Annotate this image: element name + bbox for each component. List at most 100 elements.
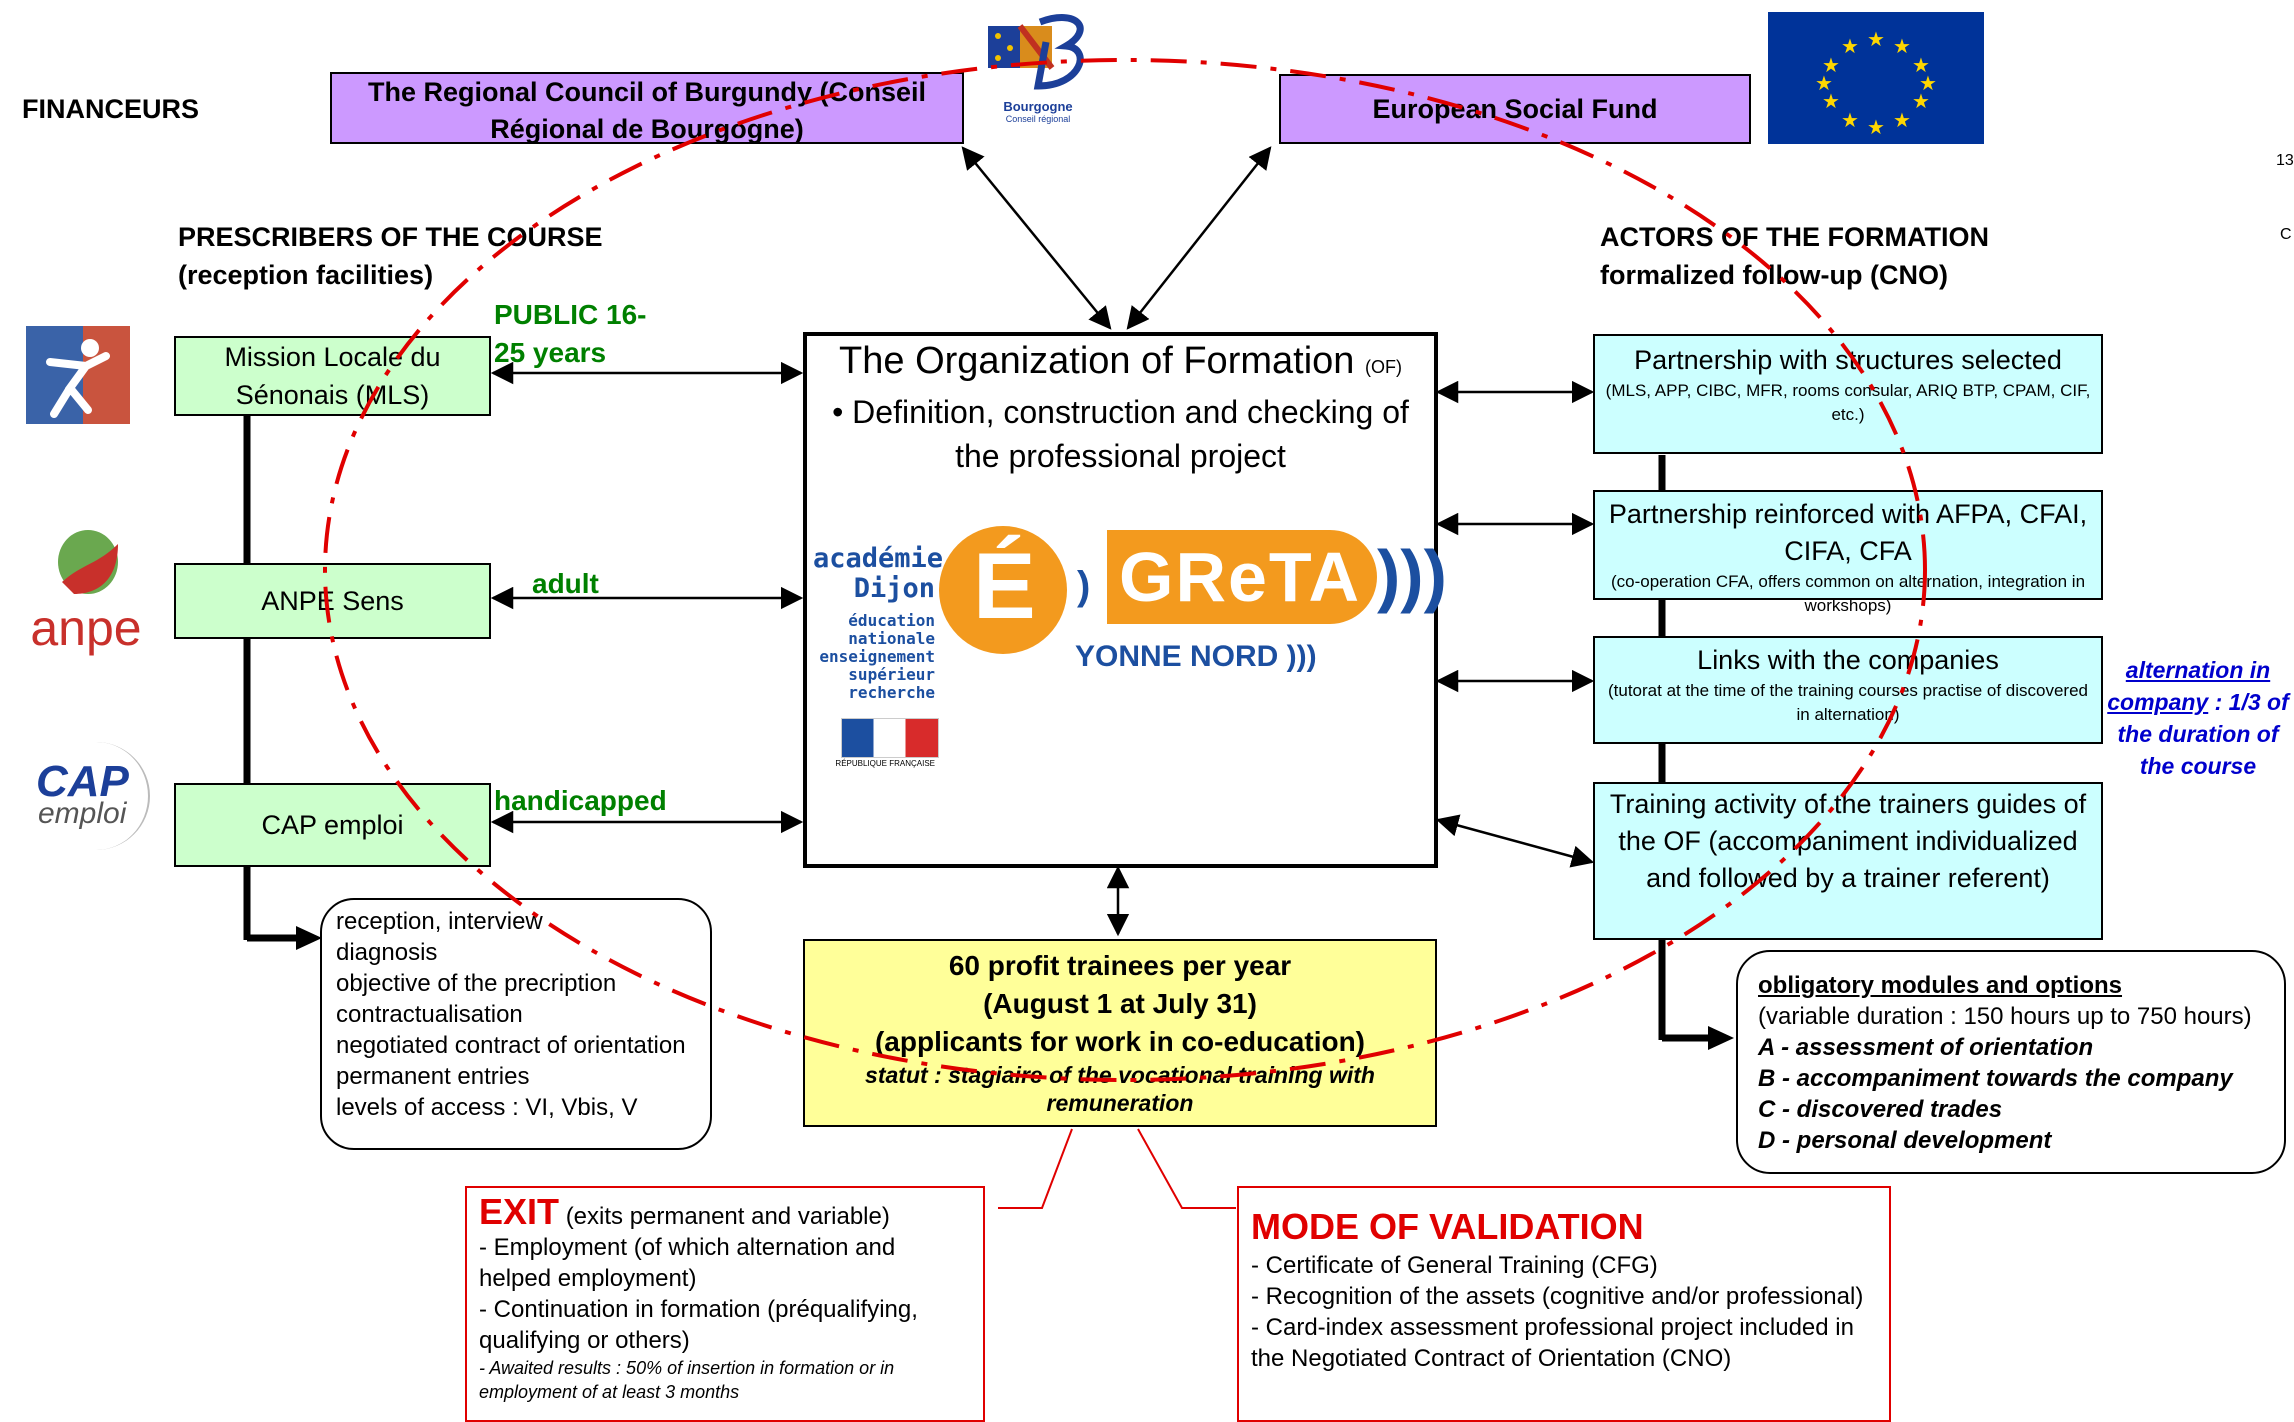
actor-detail: (tutorat at the time of the training cou…	[1607, 681, 2089, 724]
eu-stars-icon: ★★★ ★★★ ★★★ ★★★	[1815, 27, 1937, 139]
actor-bar-head	[1708, 1026, 1734, 1050]
actor-main: Partnership with structures selected	[1634, 345, 2062, 375]
actors-subtitle: formalized follow-up (CNO)	[1600, 260, 1948, 290]
reception-item: levels of access : VI, Vbis, V	[336, 1094, 638, 1121]
module-item: B - accompaniment towards the company	[1758, 1065, 2233, 1092]
edge-text-c: C	[2280, 226, 2292, 243]
bourgogne-logo: Bourgogne Conseil régional	[982, 12, 1094, 130]
anpe-leaf-icon	[58, 530, 118, 594]
of-title-suffix: (OF)	[1364, 357, 1402, 377]
arrow-esf-of	[1126, 146, 1272, 330]
mission-locale-logo	[26, 326, 130, 424]
greta-brackets-left: )	[1077, 564, 1091, 608]
svg-text:★: ★	[1822, 53, 1840, 77]
trainees-statut: statut : stagiaire of the vocational tra…	[865, 1062, 1375, 1116]
bourgogne-shield-icon	[988, 14, 1084, 90]
academie-logo: académie Dijon éducation nationale ensei…	[813, 543, 944, 770]
training-activity-box: Training activity of the trainers guides…	[1593, 782, 2103, 940]
mission-locale-box: Mission Locale du Sénonais (MLS)	[174, 336, 491, 416]
bourgogne-name: Bourgogne	[1003, 99, 1073, 114]
academie-text: académie	[813, 543, 944, 574]
validation-title: MODE OF VALIDATION	[1251, 1206, 1644, 1247]
validation-line: - Recognition of the assets (cognitive a…	[1251, 1283, 1864, 1310]
greta-bar: GReTA	[1107, 530, 1377, 624]
edge-text-13: 13	[2276, 152, 2294, 169]
links-companies-box: Links with the companies (tutorat at the…	[1593, 636, 2103, 744]
reception-item: negotiated contract of orientation	[336, 1032, 686, 1059]
bourgogne-sub: Conseil régional	[1005, 114, 1071, 124]
running-figure-icon	[46, 339, 110, 418]
marianne-flag-icon	[841, 718, 939, 758]
greta-wordmark: GReTA	[1119, 538, 1362, 616]
of-title-text: The Organization of Formation	[839, 340, 1355, 382]
modules-box: obligatory modules and options (variable…	[1736, 950, 2286, 1174]
esf-box: European Social Fund	[1279, 74, 1751, 144]
republique-text: RÉPUBLIQUE FRANÇAISE	[835, 759, 935, 768]
reception-item: objective of the precription	[336, 970, 617, 997]
exit-line: - Continuation in formation (préqualifyi…	[479, 1296, 918, 1354]
reception-item: contractualisation	[336, 1001, 523, 1028]
greta-e-letter: É	[973, 533, 1036, 638]
actor-main: Links with the companies	[1697, 645, 1999, 675]
arrow-of-actor-4	[1435, 814, 1595, 868]
prescribers-subtitle: (reception facilities)	[178, 260, 434, 290]
alternation-note: alternation in company : 1/3 of the dura…	[2106, 654, 2290, 782]
trainees-applicants: (applicants for work in co-education)	[874, 1026, 1366, 1057]
cap-wordmark: CAP	[36, 757, 129, 806]
cap-sub: emploi	[38, 797, 127, 830]
module-item: D - personal development	[1758, 1127, 2052, 1154]
organization-of-formation-box: The Organization of Formation (OF) • Def…	[803, 332, 1447, 868]
svg-text:★: ★	[1841, 34, 1859, 58]
alternation-link[interactable]: alternation in company	[2107, 657, 2271, 715]
module-item: A - assessment of orientation	[1758, 1034, 2094, 1061]
svg-text:★: ★	[1841, 108, 1859, 132]
adult-label: adult	[532, 568, 599, 599]
of-title: The Organization of Formation (OF)	[807, 338, 1434, 390]
yonne-nord-text: YONNE NORD )))	[1075, 640, 1317, 673]
greta-brackets-right: )))	[1377, 536, 1447, 614]
reception-item: permanent entries	[336, 1063, 530, 1090]
alternation-rest: : 1/3 of the duration of the course	[2117, 689, 2289, 779]
anpe-sens-box: ANPE Sens	[174, 563, 491, 639]
exit-title: EXIT	[479, 1191, 560, 1232]
financeurs-label: FINANCEURS	[22, 94, 200, 124]
actor-detail: (MLS, APP, CIBC, MFR, rooms consular, AR…	[1605, 381, 2091, 424]
svg-text:★: ★	[1912, 89, 1930, 113]
callout-exit	[998, 1128, 1073, 1209]
module-item: C - discovered trades	[1758, 1096, 2003, 1123]
trainees-period: (August 1 at July 31)	[983, 988, 1257, 1019]
cap-emploi-box: CAP emploi	[174, 783, 491, 867]
public-age-label: PUBLIC 16-25 years	[494, 299, 647, 368]
callout-validation	[1137, 1128, 1236, 1209]
exit-line: - Employment (of which alternation and h…	[479, 1234, 896, 1292]
partnership-reinforced-box: Partnership reinforced with AFPA, CFAI, …	[1593, 490, 2103, 615]
validation-line: - Certificate of General Training (CFG)	[1251, 1252, 1658, 1279]
prescribers-title: PRESCRIBERS OF THE COURSE	[178, 222, 603, 252]
reception-item: reception, interview	[336, 908, 543, 935]
trainees-box: 60 profit trainees per year (August 1 at…	[803, 939, 1437, 1127]
cap-emploi-logo: CAP emploi	[22, 742, 150, 850]
prescriber-bar-head	[296, 926, 322, 950]
svg-text:★: ★	[1893, 108, 1911, 132]
reception-list: reception, interview diagnosis objective…	[320, 898, 712, 1150]
partnership-structures-box: Partnership with structures selected (ML…	[1593, 334, 2103, 454]
exit-box: EXIT (exits permanent and variable) - Em…	[465, 1186, 985, 1422]
svg-text:★: ★	[1867, 115, 1885, 139]
reception-item: diagnosis	[336, 939, 438, 966]
ministry-text: éducation nationale enseignement supérie…	[819, 611, 935, 702]
validation-box: MODE OF VALIDATION - Certificate of Gene…	[1237, 1186, 1891, 1422]
exit-subtitle: (exits permanent and variable)	[565, 1203, 890, 1230]
regional-council-box: The Regional Council of Burgundy (Consei…	[330, 72, 964, 144]
modules-duration: (variable duration : 150 hours up to 750…	[1758, 1003, 2252, 1030]
arrow-council-of	[961, 146, 1112, 330]
handicapped-label: handicapped	[494, 785, 667, 816]
anpe-wordmark: anpe	[30, 600, 142, 656]
modules-title: obligatory modules and options	[1758, 972, 2123, 999]
svg-text:★: ★	[1867, 27, 1885, 51]
actor-detail: (co-operation CFA, offers common on alte…	[1610, 572, 2086, 615]
svg-text:★: ★	[1893, 34, 1911, 58]
actor-main: Partnership reinforced with AFPA, CFAI, …	[1608, 499, 2088, 566]
validation-line: - Card-index assessment professional pro…	[1251, 1314, 1854, 1372]
of-description: • Definition, construction and checking …	[832, 394, 1409, 474]
anpe-logo: anpe	[22, 524, 150, 656]
